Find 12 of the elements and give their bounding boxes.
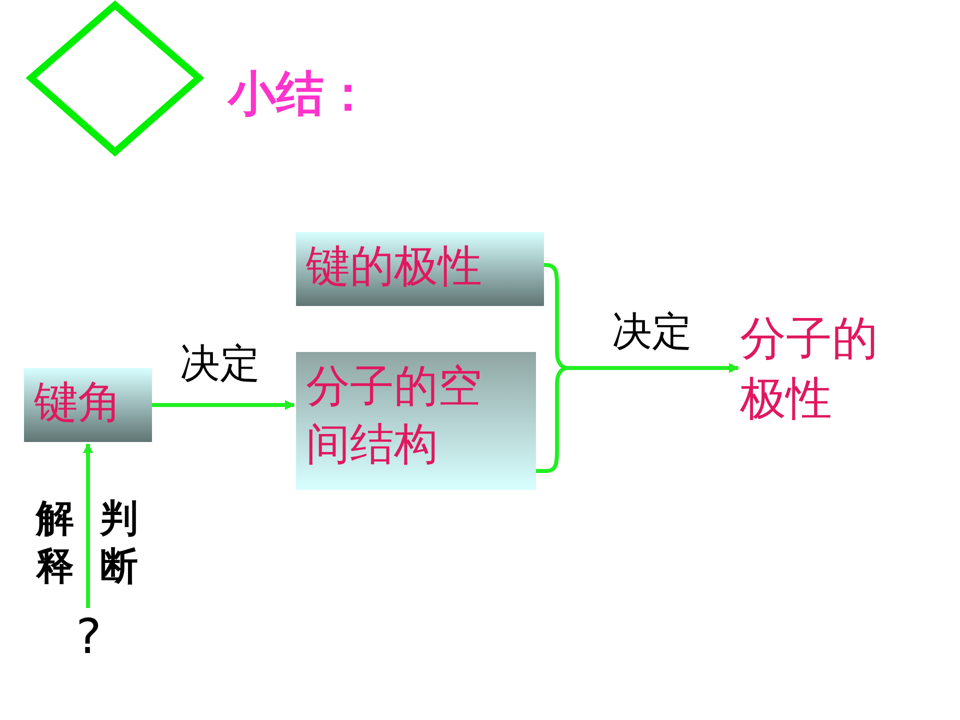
question-mark: ? [76, 608, 112, 668]
term-box: 键的极性 [296, 232, 544, 306]
arrow [152, 400, 295, 410]
term-box: 分子的空间结构 [296, 352, 536, 490]
edge-label: 决定 [612, 308, 692, 357]
title: 小结： [228, 65, 372, 124]
side-label: 判断 [100, 495, 139, 590]
arrow [83, 443, 93, 608]
side-label: 解释 [36, 495, 75, 590]
term-box: 键角 [24, 368, 152, 442]
result-text: 分子的极性 [740, 308, 920, 438]
edge-label: 决定 [180, 340, 260, 389]
